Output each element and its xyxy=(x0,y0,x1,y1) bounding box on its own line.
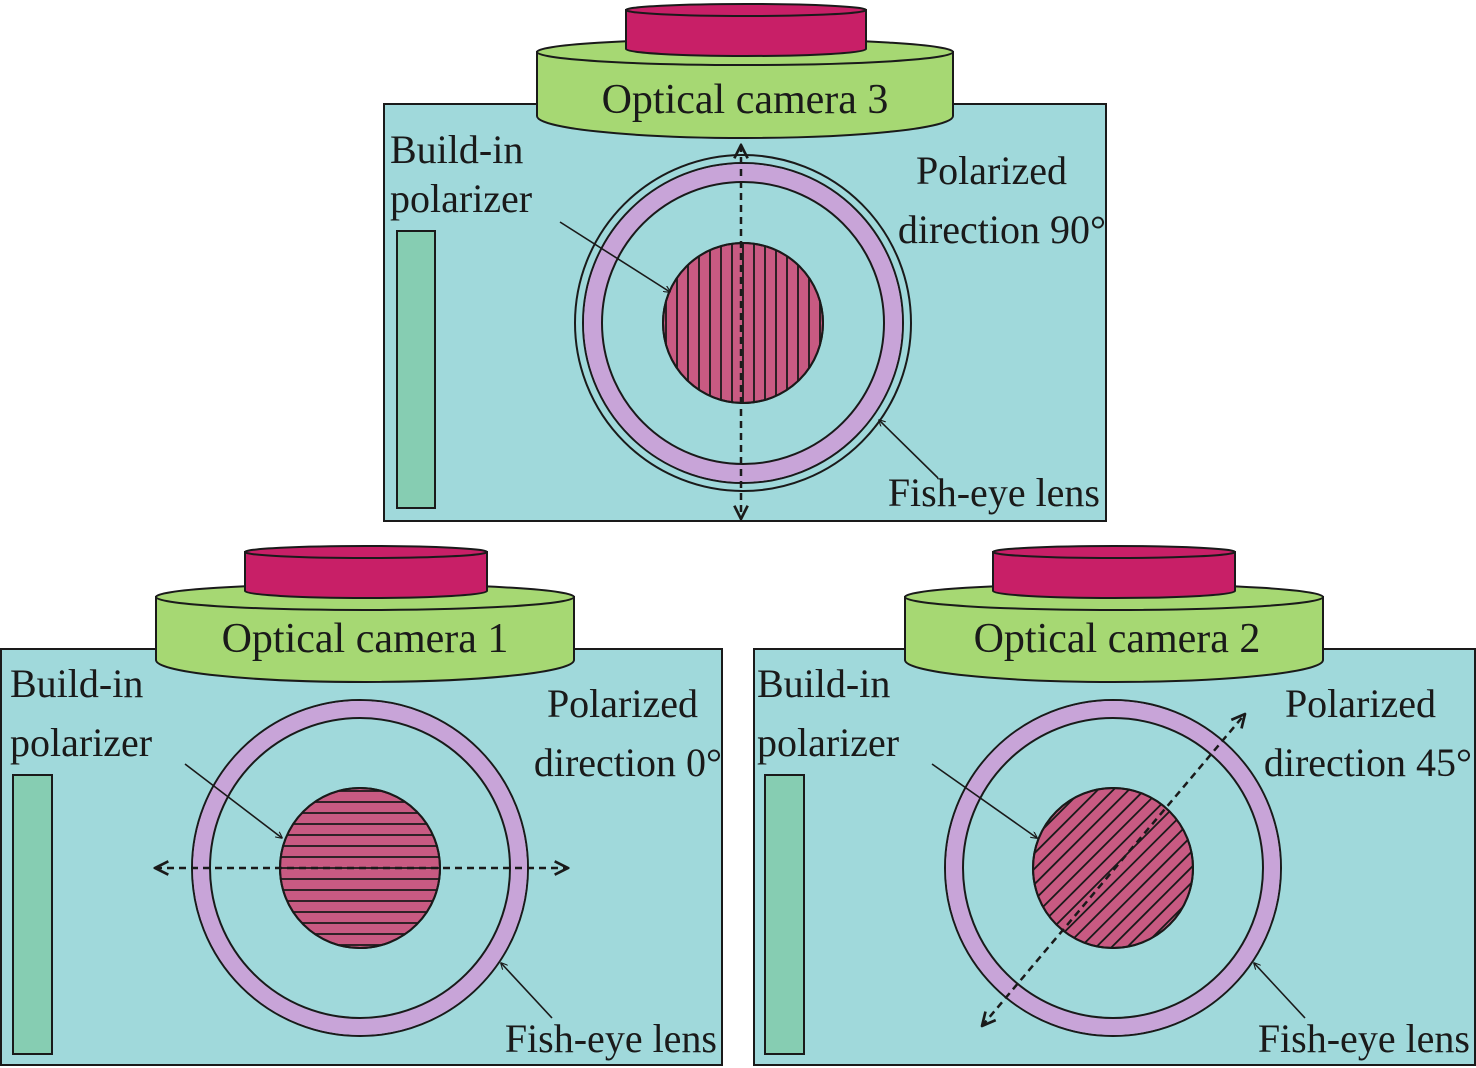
lens-label: Fish-eye lens xyxy=(888,470,1100,515)
polarizer-label-line2: polarizer xyxy=(757,720,899,765)
side-strip xyxy=(12,774,53,1055)
camera-2: Optical camera 2 Build-in polarizer Pola… xyxy=(753,545,1476,1066)
direction-label-line2: direction 90° xyxy=(898,207,1106,252)
polarizer-label-line2: polarizer xyxy=(390,176,532,221)
lens-label: Fish-eye lens xyxy=(505,1016,717,1061)
direction-label-line1: Polarized xyxy=(916,148,1067,193)
direction-label-line1: Polarized xyxy=(547,681,698,726)
direction-label-line1: Polarized xyxy=(1285,681,1436,726)
polarizer-pointer xyxy=(559,221,670,292)
direction-label-line2: direction 45° xyxy=(1264,740,1472,785)
camera-title: Optical camera 2 xyxy=(974,616,1261,662)
lens-cap xyxy=(625,3,867,57)
lens-label: Fish-eye lens xyxy=(1258,1016,1470,1061)
camera-title: Optical camera 3 xyxy=(602,77,889,123)
lens-cap xyxy=(244,545,488,599)
fish-eye-ring xyxy=(944,699,1282,1037)
lens-pointer xyxy=(879,420,939,479)
camera-3: Optical camera 3 Build-in polarizer Pola… xyxy=(383,3,1107,522)
lens-pointer xyxy=(501,963,553,1019)
side-strip xyxy=(396,230,436,509)
polarizer-label-line1: Build-in xyxy=(390,127,523,172)
polarization-direction-arrow xyxy=(982,714,1245,1026)
lens-pointer xyxy=(1254,963,1306,1019)
polarizer-label-line1: Build-in xyxy=(757,661,890,706)
side-strip xyxy=(764,774,805,1055)
polarizer-label-line1: Build-in xyxy=(10,661,143,706)
polarizer-pointer xyxy=(184,763,282,838)
lens-cap xyxy=(992,545,1236,599)
polarizer-pointer xyxy=(931,763,1037,838)
camera-title: Optical camera 1 xyxy=(222,616,509,662)
camera-1: Optical camera 1 Build-in polarizer Pola… xyxy=(0,545,723,1066)
polarizer-label-line2: polarizer xyxy=(10,720,152,765)
direction-label-line2: direction 0° xyxy=(534,740,722,785)
